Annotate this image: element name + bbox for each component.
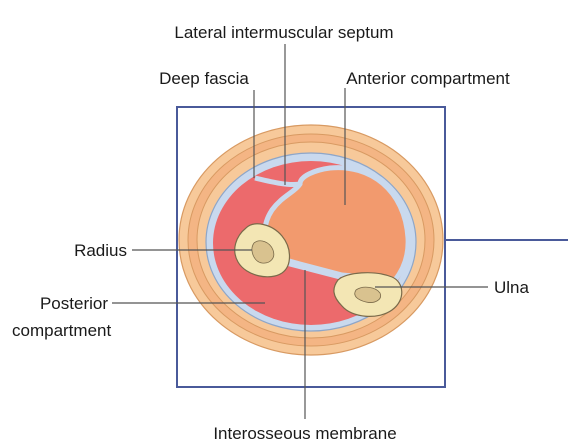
label-anterior-compartment: Anterior compartment (346, 69, 510, 88)
label-interosseous-membrane: Interosseous membrane (213, 424, 396, 443)
label-ulna: Ulna (494, 278, 530, 297)
label-posterior-compartment-line1: Posterior (40, 294, 108, 313)
label-posterior-compartment-line2: compartment (12, 321, 111, 340)
label-radius: Radius (74, 241, 127, 260)
label-lateral-intermuscular-septum: Lateral intermuscular septum (174, 23, 393, 42)
label-deep-fascia: Deep fascia (159, 69, 249, 88)
